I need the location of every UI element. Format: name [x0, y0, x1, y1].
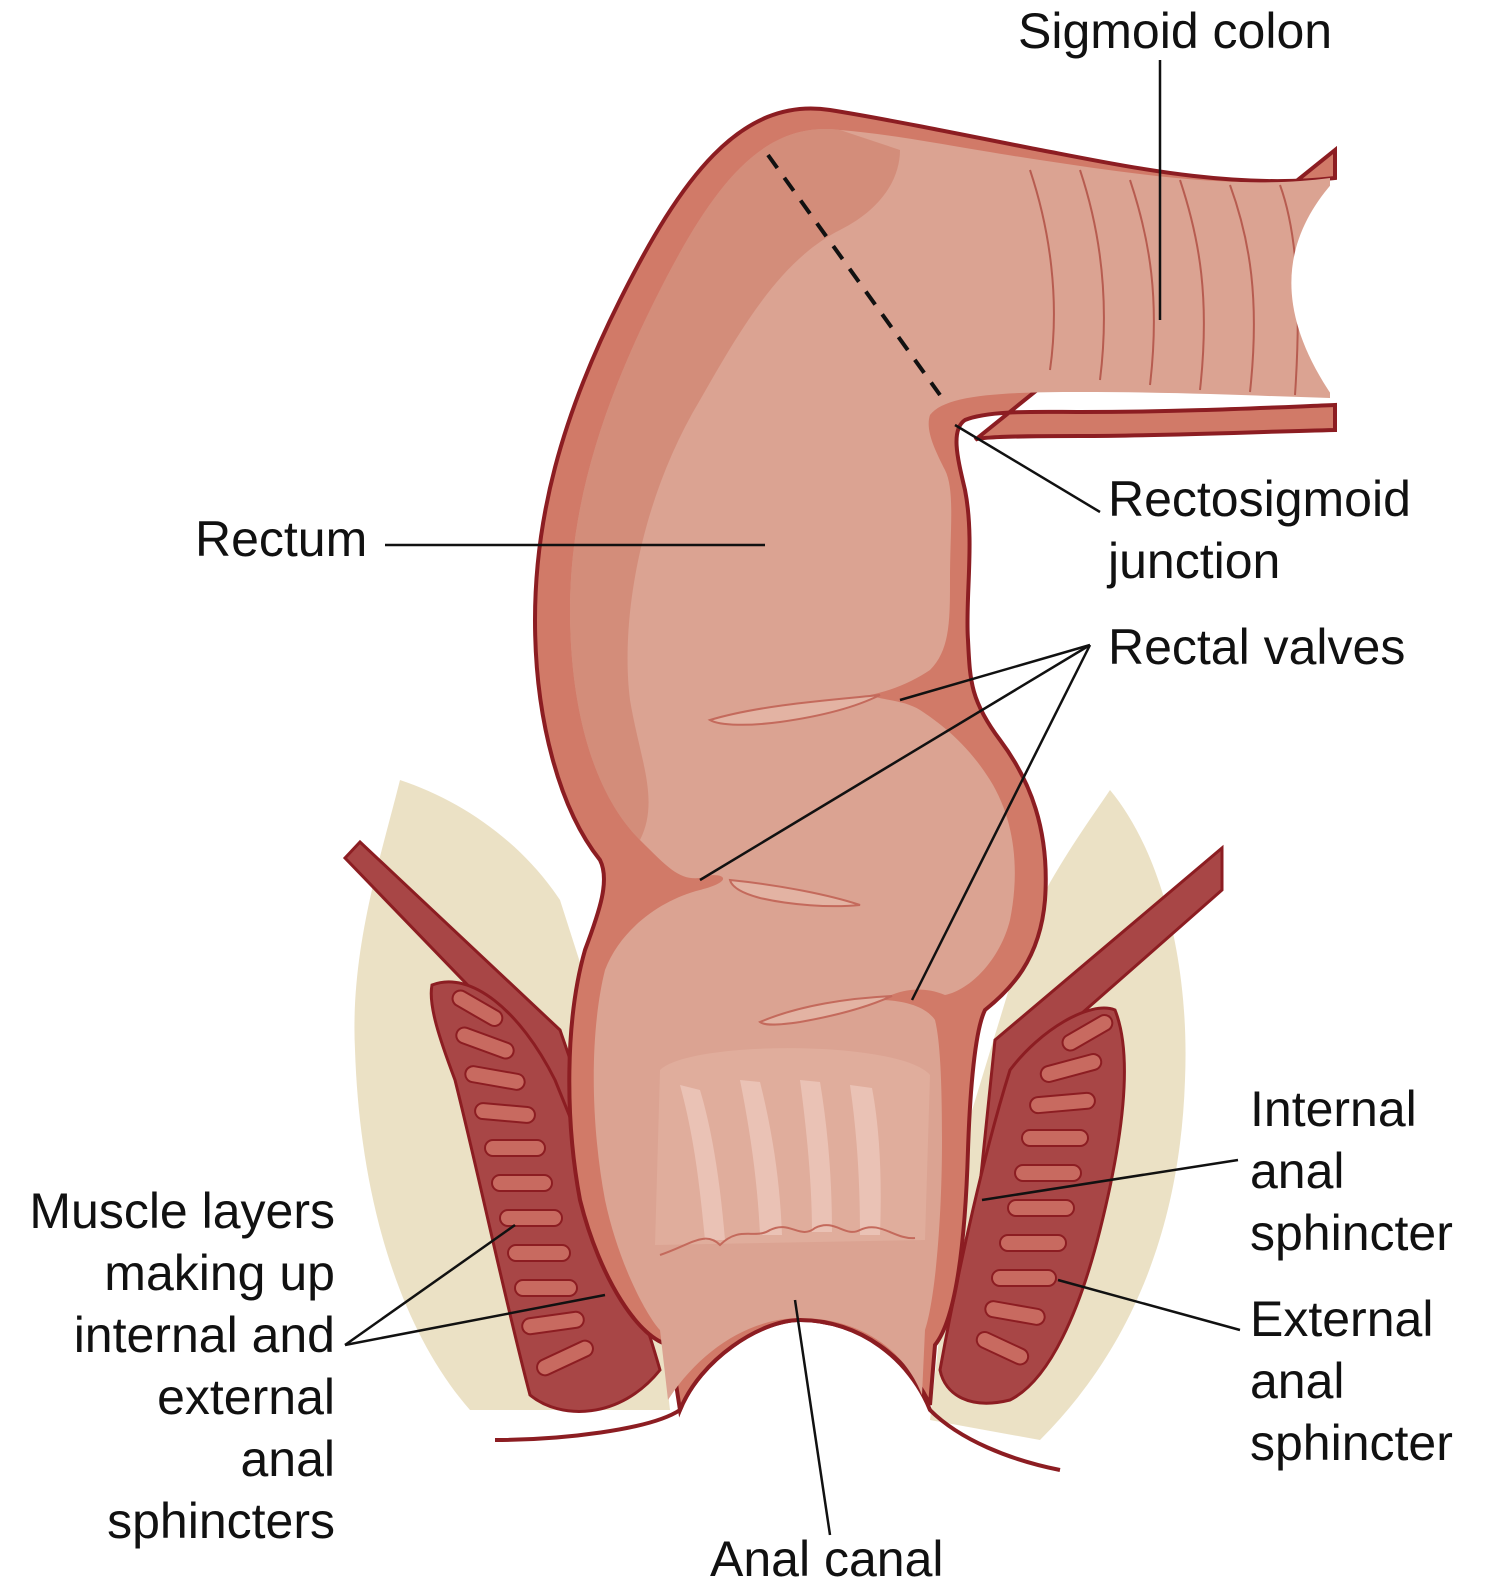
sigmoid-opening	[1291, 180, 1335, 400]
label-internal-anal-sphincter: Internal anal sphincter	[1250, 1078, 1453, 1264]
left-external-sphincter	[429, 980, 662, 1413]
leader-anal-canal	[793, 1299, 832, 1536]
label-internal-line-3: sphincter	[1250, 1205, 1453, 1261]
leader-lines	[344, 60, 1241, 1536]
rectal-valve-lower	[758, 995, 893, 1026]
leader-muscle-layers-2	[344, 1293, 606, 1347]
label-anal-canal: Anal canal	[710, 1531, 944, 1587]
leader-external-sphincter	[1057, 1278, 1241, 1332]
label-muscle-line-5: anal	[240, 1431, 335, 1487]
leader-rectosigmoid	[954, 423, 1101, 514]
leader-rectal-valve-3	[910, 644, 1092, 1001]
label-muscle-line-1: Muscle layers	[29, 1183, 335, 1239]
leader-internal-sphincter	[981, 1158, 1239, 1202]
label-sigmoid-colon: Sigmoid colon	[1018, 3, 1333, 59]
label-muscle-line-4: external	[157, 1369, 335, 1425]
label-external-line-2: anal	[1250, 1353, 1345, 1409]
label-muscle-line-6: sphincters	[107, 1493, 335, 1549]
label-external-anal-sphincter: External anal sphincter	[1250, 1288, 1453, 1474]
rectosigmoid-dashed-line	[766, 153, 942, 397]
rectum-wall-band	[570, 129, 900, 841]
label-muscle-line-2: making up	[104, 1245, 335, 1301]
label-rectal-valves: Rectal valves	[1108, 619, 1406, 675]
label-external-line-3: sphincter	[1250, 1415, 1453, 1471]
label-rectosigmoid-junction: Rectosigmoid junction	[1108, 468, 1411, 592]
leader-muscle-layers-1	[344, 1223, 516, 1347]
rectal-valve-upper	[707, 694, 881, 726]
leader-rectal-valve-1	[899, 643, 1091, 702]
label-internal-line-2: anal	[1250, 1143, 1345, 1199]
label-rectum: Rectum	[195, 511, 368, 567]
anal-columns	[655, 1048, 930, 1256]
label-internal-line-1: Internal	[1250, 1081, 1417, 1137]
right-external-sphincter	[938, 1006, 1126, 1405]
sigmoid-folds	[1029, 169, 1299, 396]
label-muscle-line-3: internal and	[73, 1307, 335, 1363]
label-muscle-layers: Muscle layers making up internal and ext…	[0, 1180, 335, 1552]
rectal-valve-middle	[728, 878, 861, 908]
label-rectosigmoid-line-1: Rectosigmoid	[1108, 471, 1411, 527]
label-rectosigmoid-line-2: junction	[1108, 533, 1281, 589]
leader-rectal-valve-2	[699, 643, 1091, 882]
pectinate-line	[659, 1224, 916, 1256]
label-external-line-1: External	[1250, 1291, 1434, 1347]
